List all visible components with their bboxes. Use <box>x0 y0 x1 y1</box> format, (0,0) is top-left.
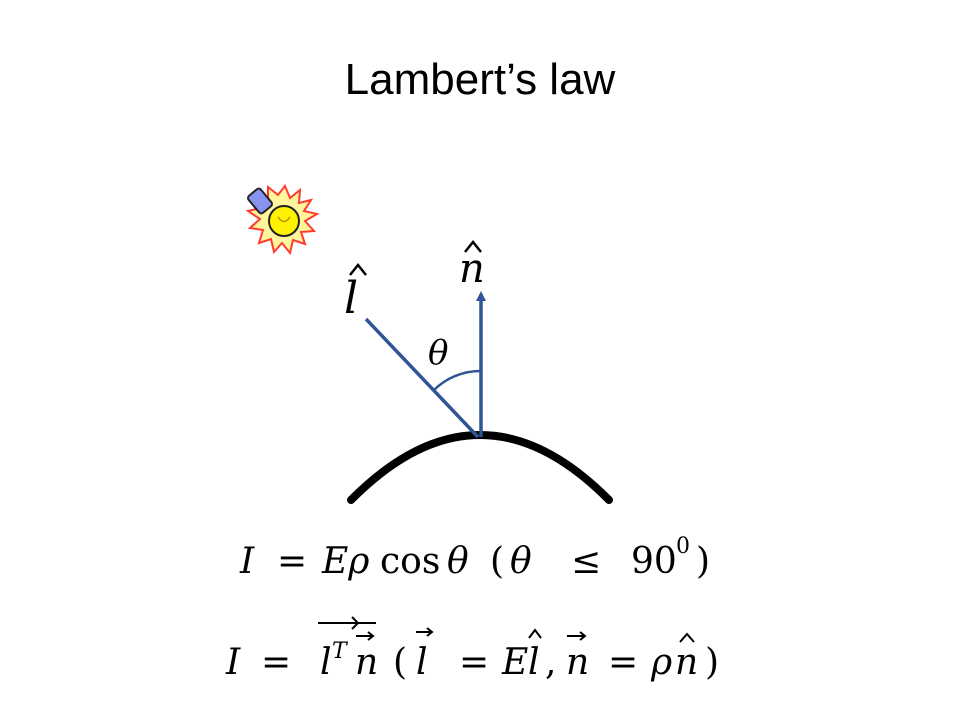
eq1-cos: cos <box>380 541 440 582</box>
eq1-equals: = <box>277 541 307 582</box>
eq2-n-hat: n <box>675 642 698 683</box>
eq1-theta: θ <box>447 541 469 582</box>
eq1-lhs: I <box>239 541 255 582</box>
light-hat <box>349 262 367 276</box>
eq2-n-symbol: n <box>355 642 378 683</box>
eq2-overline-arrowhead <box>351 616 360 630</box>
eq2-open-paren: ( <box>393 642 407 683</box>
angle-arc <box>432 369 482 392</box>
eq2-close-paren: ) <box>705 642 719 683</box>
equation-2: I = l T n ( l = E l , n = ρ n ) <box>225 616 719 683</box>
eq2-n-vec-arrowhead <box>579 631 587 641</box>
light-label: l <box>344 262 367 324</box>
eq2-E-symbol: E <box>501 642 528 683</box>
eq1-open-paren: ( <box>490 541 504 582</box>
eq1-exponent: 0 <box>676 534 690 559</box>
eq1-le: ≤ <box>571 541 601 582</box>
eq2-equals-a: = <box>459 642 489 683</box>
eq2-n-arrowhead <box>367 631 375 641</box>
eq2-l-vec: l <box>416 642 428 683</box>
angle-label: θ <box>428 333 448 373</box>
eq1-cond-theta: θ <box>510 541 532 582</box>
surface-curve <box>347 431 613 504</box>
normal-hat <box>464 239 482 253</box>
eq2-lhs: I <box>225 642 241 683</box>
normal-symbol: n <box>459 246 485 292</box>
eq2-l-hat-mark <box>528 628 542 639</box>
eq2-rho: ρ <box>650 642 672 683</box>
eq2-n-hat-mark <box>679 632 695 643</box>
light-vector <box>364 317 480 439</box>
eq2-equals: = <box>261 642 291 683</box>
eq2-l-hat: l <box>528 642 540 683</box>
eq1-value: 90 <box>631 541 677 582</box>
equation-1: I = Eρ cos θ ( θ ≤ 90 0 ) <box>239 534 710 582</box>
normal-label: n <box>459 239 485 292</box>
eq1-close-paren: ) <box>696 541 710 582</box>
eq2-l-symbol: l <box>320 642 332 683</box>
eq1-e-rho: Eρ <box>321 541 369 582</box>
eq2-equals-b: = <box>608 642 638 683</box>
eq2-l-vec-arrowhead <box>426 627 434 637</box>
slide-title: Lambert’s law <box>344 55 616 104</box>
bulb-base <box>247 187 273 215</box>
eq2-n-vec: n <box>566 642 589 683</box>
eq2-comma: , <box>545 642 556 683</box>
eq2-transpose: T <box>332 639 349 664</box>
light-bulb-icon <box>245 184 320 256</box>
light-symbol: l <box>344 273 358 324</box>
bulb-filament <box>277 216 291 223</box>
